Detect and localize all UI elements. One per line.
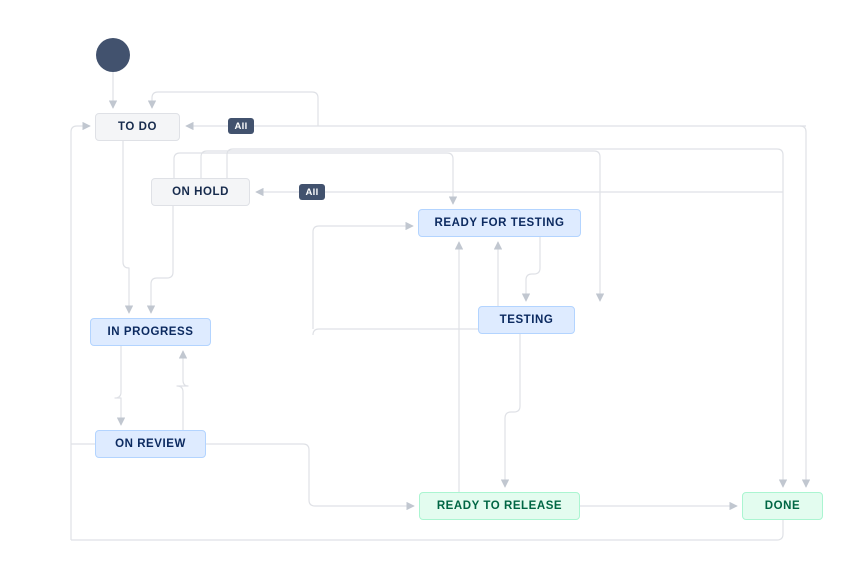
node-label: TO DO bbox=[118, 121, 157, 133]
edge-onreview-inprogress bbox=[176, 350, 189, 430]
node-in-progress[interactable]: IN PROGRESS bbox=[90, 318, 211, 346]
transition-badge-all-todo[interactable]: All bbox=[228, 118, 254, 134]
transition-badge-all-on-hold[interactable]: All bbox=[299, 184, 325, 200]
edge-inprogress-onreview bbox=[114, 346, 126, 426]
edge-done-bottom-loop bbox=[71, 520, 784, 541]
badge-label: All bbox=[305, 186, 319, 198]
edge-rail-rft bbox=[312, 221, 414, 329]
edge-testing-rtr bbox=[500, 334, 521, 488]
node-on-hold[interactable]: ON HOLD bbox=[151, 178, 250, 206]
edge-right-rail-done bbox=[799, 125, 807, 487]
edge-testing-rail-left bbox=[312, 328, 478, 336]
edge-rft-testing bbox=[521, 237, 541, 302]
edge-todo-inprogress bbox=[122, 141, 134, 314]
edge-onhold-rail-testing bbox=[200, 150, 605, 302]
badge-label: All bbox=[234, 120, 248, 132]
node-label: TESTING bbox=[499, 314, 554, 326]
node-label: IN PROGRESS bbox=[107, 326, 194, 338]
edge-loop-top-todo bbox=[147, 91, 319, 126]
node-label: READY TO RELEASE bbox=[436, 500, 563, 512]
node-label: DONE bbox=[764, 500, 801, 512]
edge-onhold-inprogress bbox=[146, 206, 174, 314]
edge-group bbox=[70, 72, 811, 541]
node-testing[interactable]: TESTING bbox=[478, 306, 575, 334]
node-label: READY FOR TESTING bbox=[434, 217, 565, 229]
node-label: ON HOLD bbox=[172, 186, 229, 198]
node-done[interactable]: DONE bbox=[742, 492, 823, 520]
node-on-review[interactable]: ON REVIEW bbox=[95, 430, 206, 458]
node-label: ON REVIEW bbox=[115, 438, 186, 450]
edge-left-return-todo bbox=[70, 121, 91, 540]
node-ready-for-testing[interactable]: READY FOR TESTING bbox=[418, 209, 581, 237]
edge-onhold-rail-rft bbox=[173, 152, 458, 205]
node-ready-to-release[interactable]: READY TO RELEASE bbox=[419, 492, 580, 520]
edge-onhold-rail-done bbox=[226, 148, 788, 488]
edge-onreview-rtr bbox=[206, 443, 415, 511]
start-node bbox=[96, 38, 130, 72]
node-todo[interactable]: TO DO bbox=[95, 113, 180, 141]
